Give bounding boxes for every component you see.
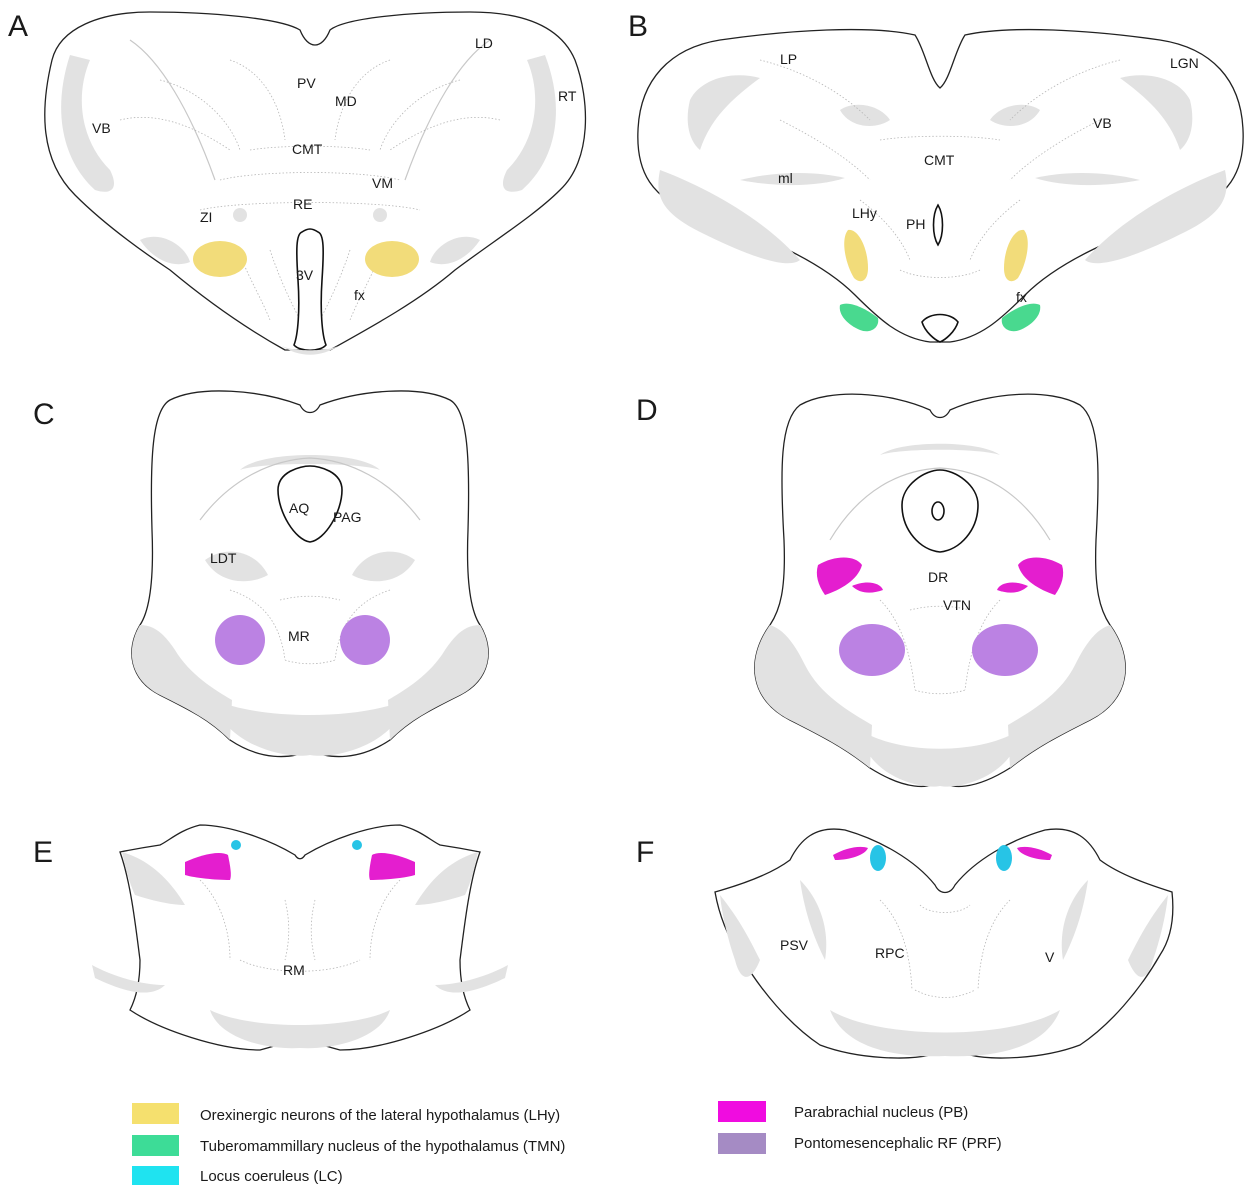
legend-swatch-tmn [132,1135,179,1156]
label-a-cmt: CMT [292,141,323,157]
label-b-lhy: LHy [852,205,877,221]
panel-letter-f: F [636,836,654,869]
panel-f-lc-right [996,845,1012,871]
label-a-vb: VB [92,120,111,136]
label-b-lp: LP [780,51,797,67]
panel-a-third-ventricle [294,229,326,350]
label-d-dr: DR [928,569,948,585]
panel-letter-c: C [33,398,55,431]
label-b-cmt: CMT [924,152,955,168]
label-a-re: RE [293,196,312,212]
label-a-ld: LD [475,35,493,51]
panel-b-ph-ventricle [934,205,943,245]
legend: Orexinergic neurons of the lateral hypot… [132,1101,1002,1185]
panel-c-prf-right [340,615,390,665]
panel-d-aqueduct-inner [932,502,944,520]
panel-e-lc-right [352,840,362,850]
legend-label-lhy: Orexinergic neurons of the lateral hypot… [200,1107,560,1124]
label-a-zi: ZI [200,209,212,225]
legend-swatch-lhy [132,1103,179,1124]
label-a-fx: fx [354,287,365,303]
panel-e-section-outline [120,825,480,1050]
label-a-pv: PV [297,75,316,91]
panel-a: A LD PV MD RT VB CMT VM RE ZI 3V fx [8,10,585,355]
label-c-mr: MR [288,628,310,644]
panel-a-lhy-left [193,241,247,277]
panel-b: B LP LGN VB CMT ml LHy PH fx [628,10,1243,342]
panel-a-fx-left-dot [233,208,247,222]
label-d-vtn: VTN [943,597,971,613]
panel-a-fx-right-dot [373,208,387,222]
panel-letter-e: E [33,836,53,869]
panel-e: E RM [33,825,508,1050]
panel-f: F PSV RPC V [636,829,1173,1058]
panel-c: C AQ PAG LDT MR [33,391,488,757]
label-a-3v: 3V [296,267,314,283]
label-a-rt: RT [558,88,577,104]
panel-d: D DR VTN [636,394,1125,787]
label-b-lgn: LGN [1170,55,1199,71]
panel-letter-b: B [628,10,648,43]
panel-letter-a: A [8,10,28,43]
label-c-aq: AQ [289,500,309,516]
label-c-pag: PAG [333,509,362,525]
panel-d-prf-right [972,624,1038,676]
legend-swatch-pb [718,1101,766,1122]
legend-swatch-prf [718,1133,766,1154]
panel-letter-d: D [636,394,658,427]
label-c-ldt: LDT [210,550,237,566]
legend-swatch-lc [132,1166,179,1185]
panel-d-prf-left [839,624,905,676]
label-e-rm: RM [283,962,305,978]
panel-c-prf-left [215,615,265,665]
label-f-v: V [1045,949,1055,965]
panel-a-lhy-right [365,241,419,277]
label-f-psv: PSV [780,937,809,953]
legend-label-prf: Pontomesencephalic RF (PRF) [794,1135,1002,1152]
label-b-ml: ml [778,170,793,186]
label-b-vb: VB [1093,115,1112,131]
label-a-md: MD [335,93,357,109]
label-f-rpc: RPC [875,945,905,961]
legend-label-tmn: Tuberomammillary nucleus of the hypothal… [200,1138,565,1155]
label-a-vm: VM [372,175,393,191]
label-b-fx: fx [1016,289,1027,305]
panel-f-lc-left [870,845,886,871]
legend-label-lc: Locus coeruleus (LC) [200,1168,343,1185]
label-b-ph: PH [906,216,925,232]
panel-e-lc-left [231,840,241,850]
legend-label-pb: Parabrachial nucleus (PB) [794,1104,968,1121]
